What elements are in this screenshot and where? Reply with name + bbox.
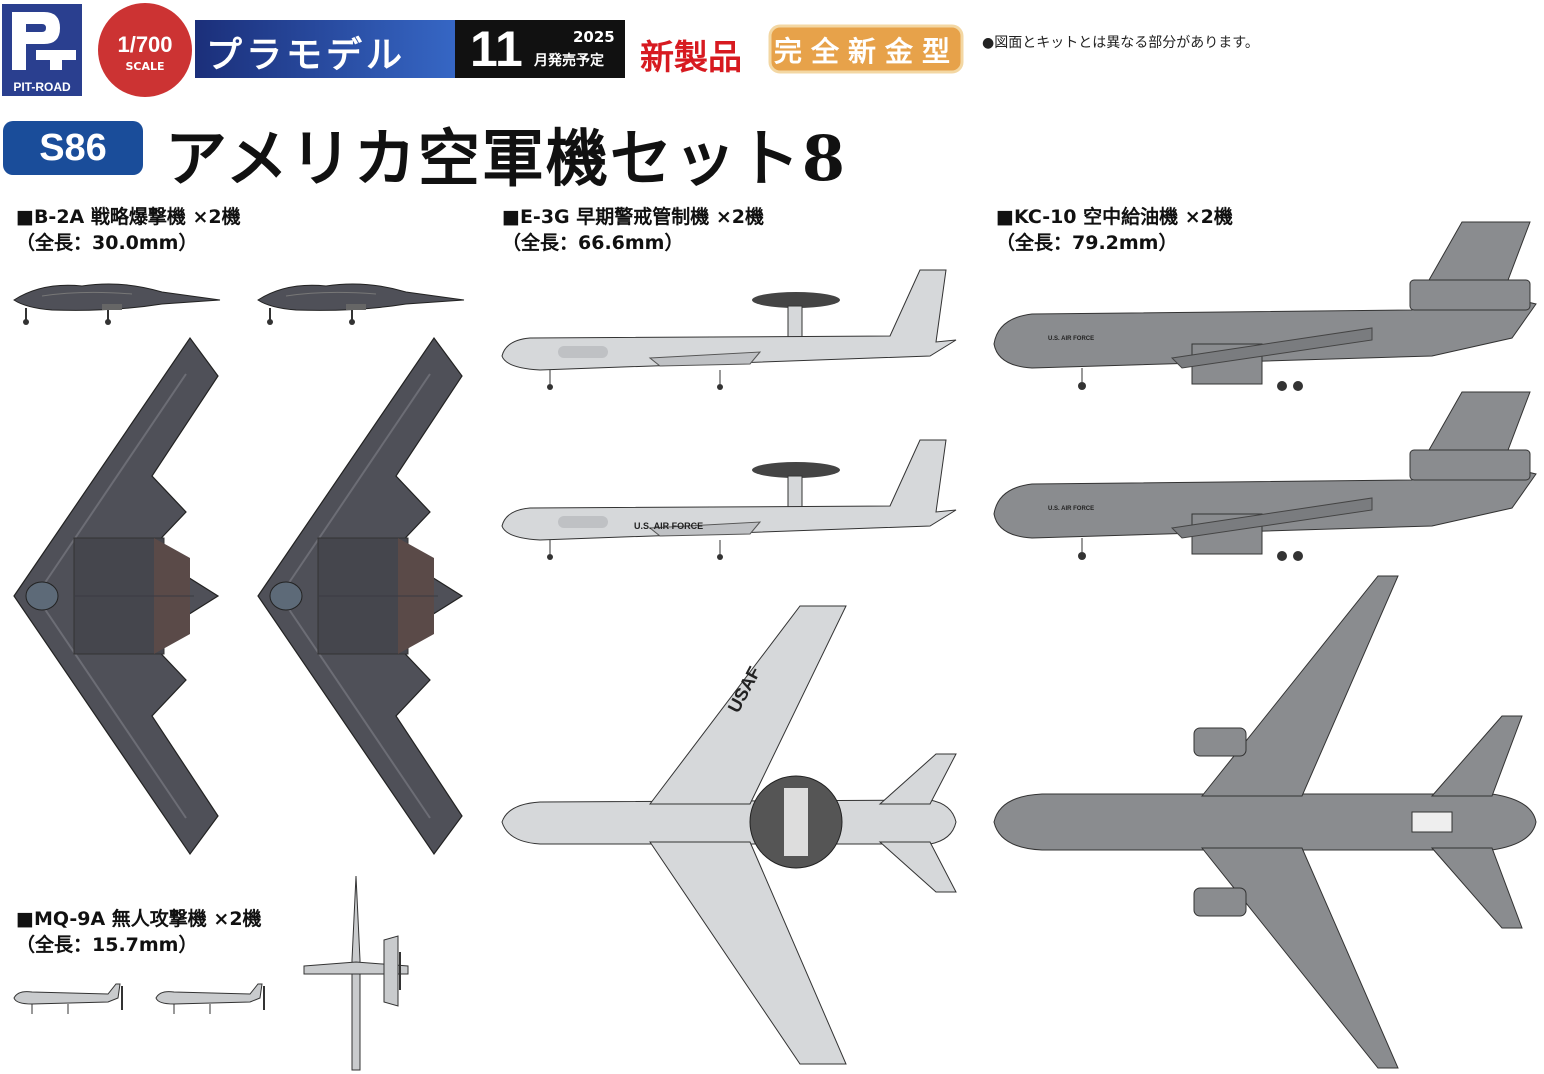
aircraft-name: ■E-3G 早期警戒管制機 ×2機 xyxy=(502,206,765,228)
new-product-label: 新製品 xyxy=(640,38,742,78)
mq9-side-view-2 xyxy=(155,983,265,1014)
kc10-fuselage-marking: U.S. AIR FORCE xyxy=(1048,336,1094,342)
kc10-fuselage-marking: U.S. AIR FORCE xyxy=(1048,506,1094,512)
release-month: 11 xyxy=(470,21,523,77)
aircraft-spec-b2: ■B-2A 戦略爆撃機 ×2機 （全長：30.0mm） xyxy=(16,204,241,256)
category-title: プラモデル xyxy=(206,35,407,76)
aircraft-spec-mq9: ■MQ-9A 無人攻撃機 ×2機 （全長：15.7mm） xyxy=(16,906,262,958)
scale-label: SCALE xyxy=(125,60,165,73)
category-banner xyxy=(195,20,495,78)
scale-number: 1/700 xyxy=(117,32,173,57)
e3-side-view-1 xyxy=(501,269,957,390)
new-mold-badge xyxy=(768,24,964,74)
new-mold-label: 完全新金型 xyxy=(774,35,960,68)
release-year: 2025 xyxy=(573,28,615,46)
aircraft-spec-e3: ■E-3G 早期警戒管制機 ×2機 （全長：66.6mm） xyxy=(502,204,764,256)
product-code: S86 xyxy=(3,121,143,175)
aircraft-length: （全長：30.0mm） xyxy=(16,232,198,254)
b2-top-view-2 xyxy=(257,336,464,856)
scale-badge xyxy=(98,3,192,97)
disclaimer-note: ●図面とキットとは異なる部分があります。 xyxy=(982,35,1259,51)
aircraft-spec-kc10: ■KC-10 空中給油機 ×2機 （全長：79.2mm） xyxy=(996,204,1233,256)
aircraft-name: ■KC-10 空中給油機 ×2機 xyxy=(996,206,1233,228)
b2-top-view-1 xyxy=(13,336,220,856)
release-banner xyxy=(455,20,625,78)
brand-name: PIT-ROAD xyxy=(2,78,82,96)
aircraft-name: ■MQ-9A 無人攻撃機 ×2機 xyxy=(16,908,262,930)
e3-fuselage-marking: U.S. AIR FORCE xyxy=(634,521,703,531)
product-title: アメリカ空軍機セット8 xyxy=(165,122,848,195)
release-note: 月発売予定 xyxy=(534,53,604,69)
aircraft-length: （全長：79.2mm） xyxy=(996,232,1178,254)
b2-side-view-1 xyxy=(13,283,221,325)
kc10-top-view xyxy=(993,575,1537,1069)
kc10-side-view-2: U.S. AIR FORCE xyxy=(993,391,1537,561)
aircraft-name: ■B-2A 戦略爆撃機 ×2機 xyxy=(16,206,241,228)
aircraft-length: （全長：66.6mm） xyxy=(502,232,684,254)
mq9-top-view xyxy=(303,875,409,1071)
mq9-side-view-1 xyxy=(13,983,123,1014)
e3-top-view: USAF xyxy=(501,605,957,1065)
kc10-side-view-1: U.S. AIR FORCE xyxy=(993,221,1537,391)
brand-logo xyxy=(2,4,82,96)
aircraft-length: （全長：15.7mm） xyxy=(16,934,198,956)
e3-side-view-2: U.S. AIR FORCE xyxy=(501,439,957,560)
b2-side-view-2 xyxy=(257,283,465,325)
